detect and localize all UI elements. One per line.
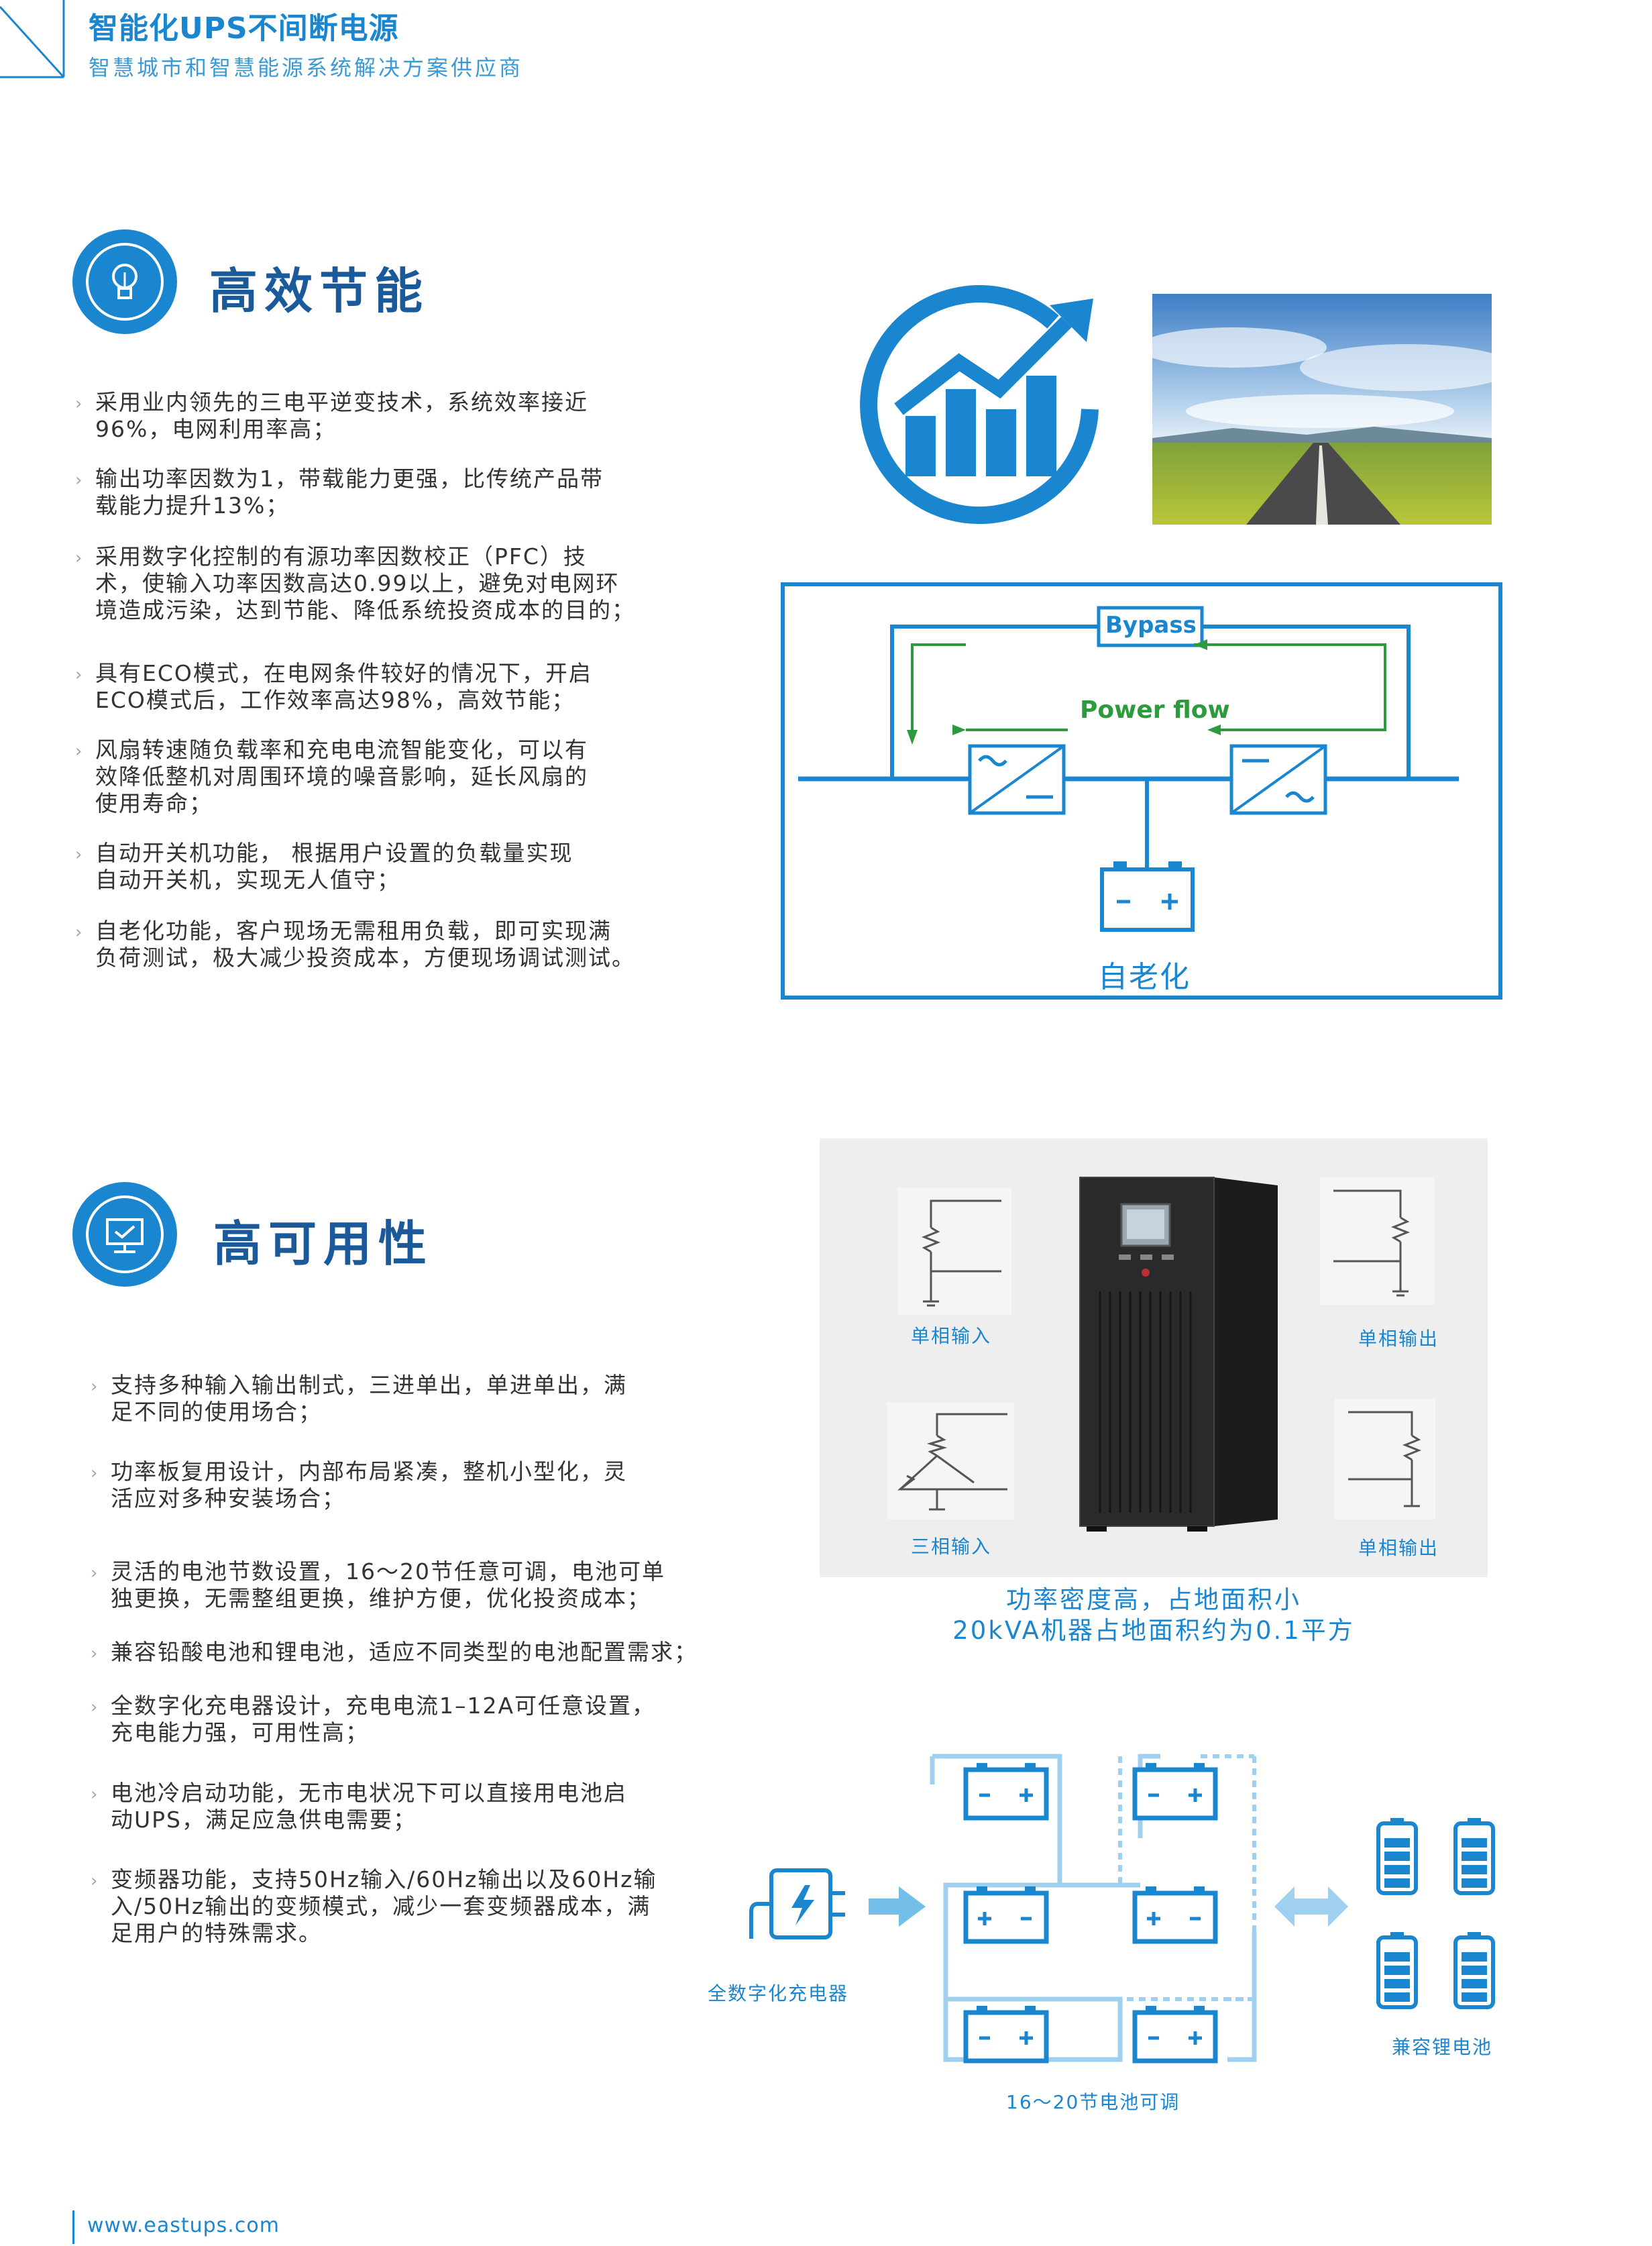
ups-tower-image <box>1079 1177 1278 1532</box>
section-title-availability: 高可用性 <box>213 1216 434 1272</box>
battery-config-diagram <box>749 1754 1495 2064</box>
label-single-phase-output-top: 单相输出 <box>1358 1328 1439 1350</box>
list-item: ›自老化功能，客户现场无需租用负载，即可实现满负荷测试，极大减少投资成本，方便现… <box>75 918 635 971</box>
list-item: ›功率板复用设计，内部布局紧凑，整机小型化，灵活应对多种安装场合； <box>91 1458 627 1511</box>
header-title: 智能化UPS不间断电源 <box>89 11 399 46</box>
list-item: ›支持多种输入输出制式，三进单出，单进单出，满足不同的使用场合； <box>91 1372 627 1425</box>
list-item: ›风扇转速随负载率和充电电流智能变化，可以有效降低整机对周围环境的噪音影响，延长… <box>75 737 588 816</box>
monitor-icon <box>72 1182 177 1287</box>
section-title-efficiency: 高效节能 <box>209 263 430 319</box>
lightbulb-icon <box>72 229 177 334</box>
label-single-phase-input: 单相输入 <box>911 1325 992 1347</box>
label-single-phase-output-bottom: 单相输出 <box>1358 1537 1439 1559</box>
list-item: ›兼容铅酸电池和锂电池，适应不同类型的电池配置需求； <box>91 1639 698 1665</box>
corner-logo <box>0 0 65 78</box>
list-item: ›自动开关机功能， 根据用户设置的负载量实现自动开关机，实现无人值守； <box>75 840 573 893</box>
power-flow-label: Power flow <box>1080 696 1230 724</box>
product-caption: 功率密度高，占地面积小 20kVA机器占地面积约为0.1平方 <box>952 1585 1355 1645</box>
label-battery-count: 16～20节电池可调 <box>1006 2091 1180 2113</box>
list-item: ›灵活的电池节数设置，16～20节任意可调，电池可单独更换，无需整组更换，维护方… <box>91 1558 665 1611</box>
growth-chart-icon <box>860 285 1099 525</box>
list-item: ›电池冷启动功能，无市电状况下可以直接用电池启动UPS，满足应急供电需要； <box>91 1780 627 1833</box>
availability-bullets: ›支持多种输入输出制式，三进单出，单进单出，满足不同的使用场合； ›功率板复用设… <box>91 1372 728 1947</box>
self-aging-caption: 自老化 <box>1098 960 1191 994</box>
footer-divider <box>72 2210 74 2244</box>
power-flow-diagram <box>781 582 1502 1000</box>
label-lithium-compatible: 兼容锂电池 <box>1392 2036 1493 2058</box>
label-three-phase-input: 三相输入 <box>911 1536 992 1558</box>
list-item: ›采用数字化控制的有源功率因数校正（PFC）技术，使输入功率因数高达0.99以上… <box>75 543 635 623</box>
label-digital-charger: 全数字化充电器 <box>708 1982 849 2004</box>
single-phase-output-diagram-bottom <box>1335 1399 1435 1519</box>
list-item: ›输出功率因数为1，带载能力更强，比传统产品带载能力提升13%； <box>75 466 604 519</box>
three-phase-input-diagram <box>887 1402 1014 1519</box>
road-landscape-image <box>1152 294 1492 525</box>
single-phase-input-diagram <box>897 1187 1011 1315</box>
bypass-label: Bypass <box>1105 612 1197 639</box>
list-item: ›变频器功能，支持50Hz输入/60Hz输出以及60Hz输入/50Hz输出的变频… <box>91 1866 657 1946</box>
header-subtitle: 智慧城市和智慧能源系统解决方案供应商 <box>89 55 524 81</box>
list-item: ›全数字化充电器设计，充电电流1–12A可任意设置，充电能力强，可用性高； <box>91 1693 656 1746</box>
footer-url[interactable]: www.eastups.com <box>87 2214 280 2237</box>
single-phase-output-diagram-top <box>1320 1177 1434 1305</box>
